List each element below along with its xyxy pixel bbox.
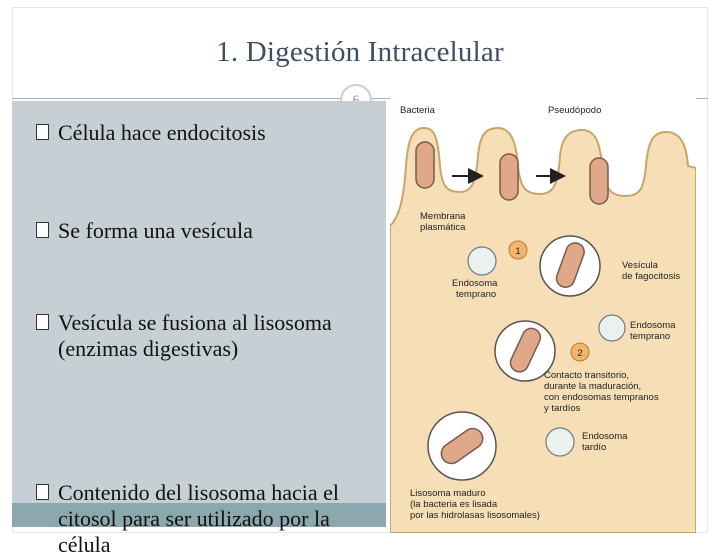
label-membrane-1: Membrana xyxy=(420,211,466,222)
bullet-text: Contenido del lisosoma hacia el citosol … xyxy=(58,480,340,557)
phagocytosis-figure: 1 2 Bacteria Pseudópodo Membrana plasmát… xyxy=(389,96,697,534)
label-late-endosome-1: Endosoma xyxy=(582,431,628,442)
slide-title: 1. Digestión Intracelular xyxy=(216,36,504,68)
label-lysosome-1: Lisosoma maduro xyxy=(410,488,486,499)
label-early-endosome-left-2: temprano xyxy=(456,289,496,300)
phagocytosis-diagram: 1 2 Bacteria Pseudópodo Membrana plasmát… xyxy=(389,105,697,534)
bullet-box-icon xyxy=(36,222,49,238)
step-1-label: 1 xyxy=(515,246,520,257)
bacterium-icon xyxy=(509,327,542,373)
label-lysosome-3: por las hidrolasas lisosomales) xyxy=(410,510,540,521)
label-early-endosome-right-1: Endosoma xyxy=(630,320,676,331)
bullet-text: Célula hace endocitosis xyxy=(58,120,266,145)
label-contact-2: durante la maduración, xyxy=(544,381,641,392)
label-bacteria: Bacteria xyxy=(400,105,436,116)
bacterium-icon xyxy=(499,153,519,201)
step-marker-icon xyxy=(570,342,590,362)
label-lysosome-2: (la bacteria es lisada xyxy=(410,499,498,510)
label-pseudopod: Pseudópodo xyxy=(548,105,601,116)
label-membrane-2: plasmática xyxy=(420,222,466,233)
bullet-item: Célula hace endocitosis xyxy=(36,120,376,146)
bullet-text: Vesícula se fusiona al lisosoma (enzimas… xyxy=(58,310,332,361)
bullet-box-icon xyxy=(36,314,49,330)
label-phago-vesicle-1: Vesícula xyxy=(622,260,659,271)
step-2-label: 2 xyxy=(577,348,582,359)
label-early-endosome-left-1: Endosoma xyxy=(452,278,498,289)
label-contact-4: y tardíos xyxy=(544,403,581,414)
label-early-endosome-right-2: temprano xyxy=(630,331,670,342)
bullet-item: Contenido del lisosoma hacia el citosol … xyxy=(36,480,358,558)
early-endosome-icon xyxy=(598,314,626,342)
bullet-list: Célula hace endocitosis Se forma una ves… xyxy=(36,120,376,557)
label-contact-3: con endosomas tempranos xyxy=(544,392,659,403)
early-endosome-icon xyxy=(467,246,497,276)
bullet-item: Vesícula se fusiona al lisosoma (enzimas… xyxy=(36,310,358,362)
label-late-endosome-2: tardío xyxy=(582,442,606,453)
bacterium-icon xyxy=(589,157,609,205)
label-phago-vesicle-2: de fagocitosis xyxy=(622,271,680,282)
label-contact-1: Contacto transitorio, xyxy=(544,370,629,381)
bullet-box-icon xyxy=(36,484,49,500)
bacterium-icon xyxy=(415,141,435,189)
bullet-box-icon xyxy=(36,124,49,140)
footer-bar xyxy=(12,503,386,527)
bacterium-icon xyxy=(440,427,484,465)
late-endosome-icon xyxy=(545,427,575,457)
bullet-text: Se forma una vesícula xyxy=(58,218,253,243)
bullet-item: Se forma una vesícula xyxy=(36,218,376,244)
bacterium-icon xyxy=(555,242,585,288)
content-panel xyxy=(12,101,386,503)
step-marker-icon xyxy=(508,240,528,260)
